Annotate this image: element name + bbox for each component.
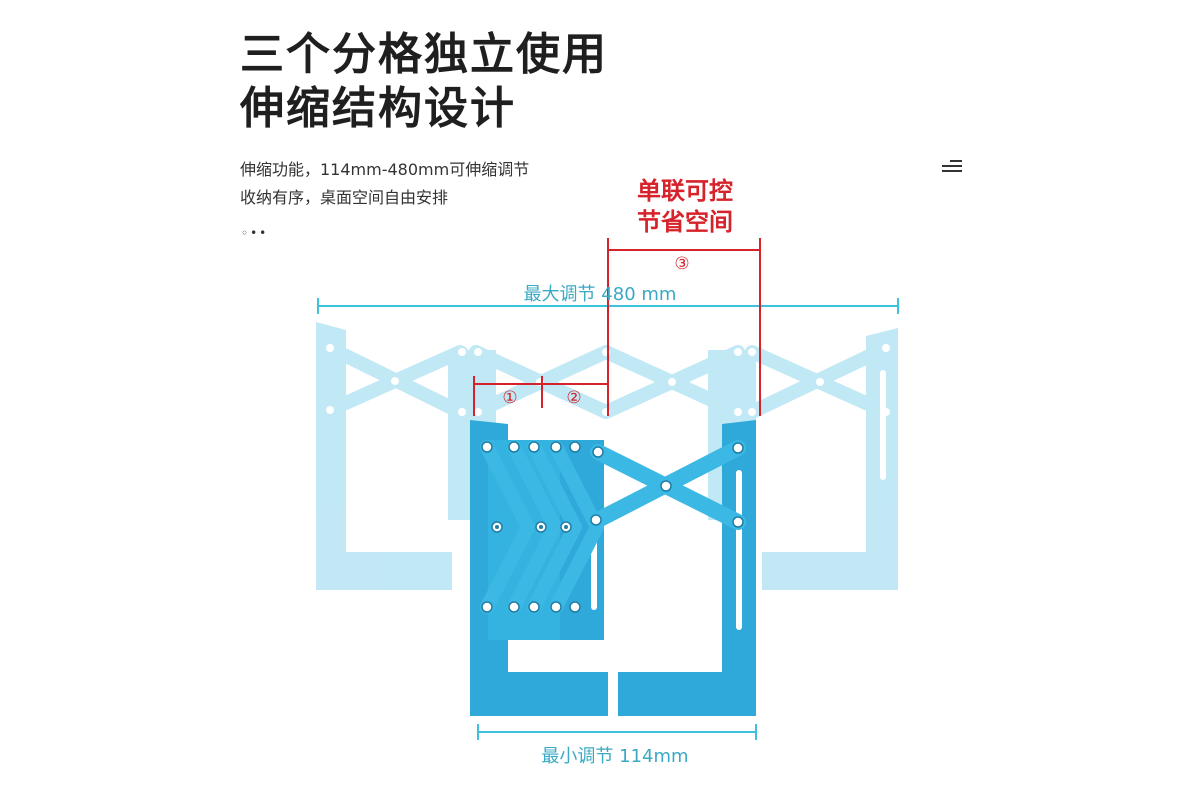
section-2-marker: ② <box>566 388 582 408</box>
callout-line-2: 节省空间 <box>637 208 733 236</box>
headline-line-2: 伸缩结构设计 <box>240 83 516 134</box>
min-adjust-label: 最小调节 114mm <box>541 746 689 767</box>
description-line-2: 收纳有序，桌面空间自由安排 <box>240 188 449 207</box>
decorative-dots: ◦•• <box>241 226 269 240</box>
compact-bookend-solid <box>470 420 756 716</box>
section-3-marker: ③ <box>674 254 690 274</box>
headline: 三个分格独立使用 伸缩结构设计 <box>240 28 608 136</box>
description-line-1: 伸缩功能，114mm-480mm可伸缩调节 <box>240 160 530 179</box>
callout-label: 单联可控 节省空间 <box>610 176 760 238</box>
max-adjust-label: 最大调节 480 mm <box>523 284 677 305</box>
section-1-marker: ① <box>502 388 518 408</box>
section-markers <box>473 238 761 416</box>
callout-line-1: 单联可控 <box>637 177 733 205</box>
headline-line-1: 三个分格独立使用 <box>240 29 608 80</box>
menu-icon[interactable] <box>940 158 962 174</box>
description: 伸缩功能，114mm-480mm可伸缩调节 收纳有序，桌面空间自由安排 <box>240 156 529 212</box>
